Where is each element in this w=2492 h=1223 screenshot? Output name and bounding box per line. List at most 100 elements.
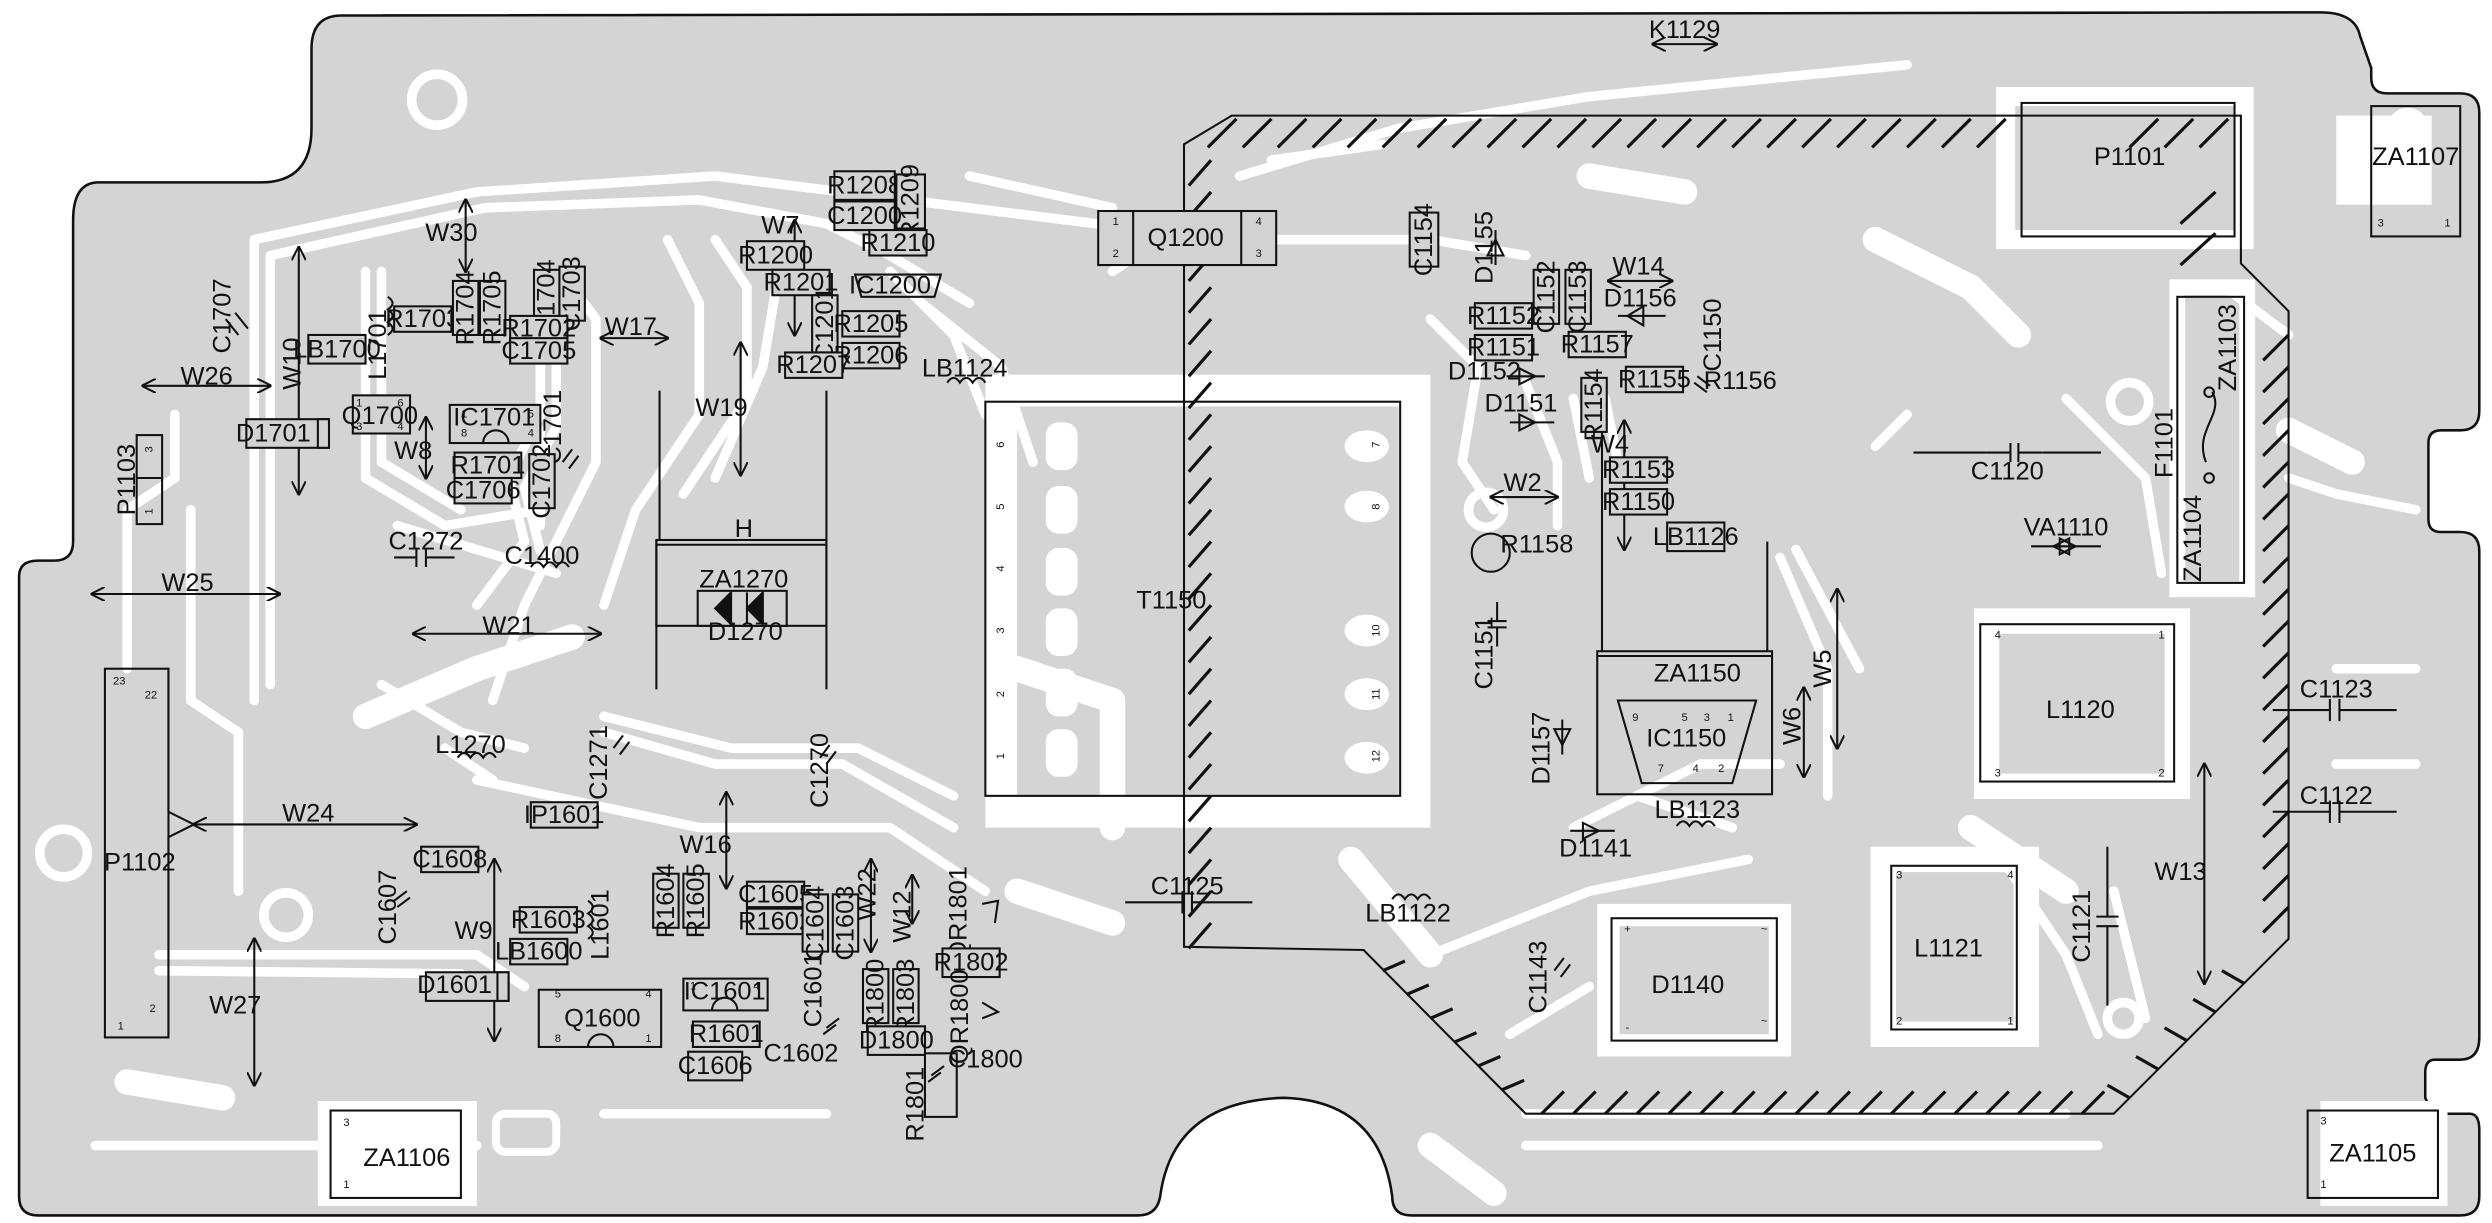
component-w22: W22 xyxy=(854,868,882,920)
component-r1158: R1158 xyxy=(1500,531,1573,559)
q1700-label: Q1700 xyxy=(342,402,418,430)
c1702-label: C1702 xyxy=(528,444,556,519)
za1103-label: ZA1103 xyxy=(2214,304,2242,391)
r1800-body xyxy=(861,968,890,1025)
p1103-label: P1103 xyxy=(113,444,141,516)
c1800-label: C1800 xyxy=(948,1046,1023,1074)
r1803-label: R1803 xyxy=(892,959,920,1034)
component-c1606: C1606 xyxy=(678,1050,753,1082)
lb1126-label: LB1126 xyxy=(1653,523,1739,551)
component-r1153: R1153 xyxy=(1602,456,1675,484)
qr1800-label: QR1800 xyxy=(946,969,974,1064)
c1153-label: C1153 xyxy=(1564,260,1592,333)
component-r1703: R1703 xyxy=(385,305,460,333)
za1107-pin-label: 1 xyxy=(2444,218,2450,230)
c1601-label: C1601 xyxy=(800,952,828,1027)
r1603-body xyxy=(518,906,578,934)
q1200-pin-label: 1 xyxy=(1113,216,1119,228)
za1106-pin-label: 1 xyxy=(343,1179,349,1191)
r1701-label: R1701 xyxy=(450,451,525,479)
component-r1201: R1201 xyxy=(764,269,839,297)
r1153-body xyxy=(1608,456,1669,484)
t1150-pin-label: 4 xyxy=(995,565,1007,571)
c1604-label: C1604 xyxy=(801,886,829,961)
r1150-body xyxy=(1608,488,1669,516)
r1150-label: R1150 xyxy=(1602,488,1675,516)
q1200-pin-label: 4 xyxy=(1256,216,1262,228)
c1122-label: C1122 xyxy=(2300,782,2373,810)
r1157-label: R1157 xyxy=(1561,330,1634,358)
component-va1110: VA1110 xyxy=(2024,513,2109,541)
r1207-body xyxy=(784,351,844,379)
t1150-pin-label: 10 xyxy=(1370,624,1382,636)
component-d1157: D1157 xyxy=(1528,712,1556,785)
r1210-label: R1210 xyxy=(861,229,936,257)
l1120-pin-label: 2 xyxy=(2158,768,2164,780)
d1800-body xyxy=(866,1025,926,1056)
r1157-body xyxy=(1567,330,1627,359)
c1706-label: C1706 xyxy=(446,477,521,505)
lb1600-label: LB1600 xyxy=(495,938,583,966)
p1102-label: P1102 xyxy=(104,849,176,877)
ic1701-pin-label: 1 xyxy=(461,408,467,420)
w25-label: W25 xyxy=(161,569,213,597)
component-w9: W9 xyxy=(455,917,493,945)
component-lb1124: LB1124 xyxy=(922,354,1008,382)
w27-label: W27 xyxy=(209,992,261,1020)
r1209-label: R1209 xyxy=(897,164,925,239)
component-p1101: P1101 xyxy=(2094,143,2166,171)
component-w21: W21 xyxy=(482,612,534,640)
r1801-label: R1801 xyxy=(901,1067,929,1142)
component-c1272: C1272 xyxy=(388,528,463,556)
q1700-pin-label: 3 xyxy=(356,421,362,433)
c1703-body xyxy=(558,265,586,322)
d1141-label: D1141 xyxy=(1559,834,1632,862)
component-w13: W13 xyxy=(2154,858,2206,886)
l1270-label: L1270 xyxy=(435,731,506,759)
component-w19: W19 xyxy=(695,394,747,422)
component-c1120: C1120 xyxy=(1971,458,2044,486)
t1150-pin-label: 7 xyxy=(1370,442,1382,448)
l1120-pin-label: 3 xyxy=(1995,768,2001,780)
c1150-label: C1150 xyxy=(1699,298,1727,371)
r1151-label: R1151 xyxy=(1467,334,1540,362)
lb1124-label: LB1124 xyxy=(922,354,1008,382)
za1105-label: ZA1105 xyxy=(2329,1139,2416,1167)
ic1150-pin-label: 9 xyxy=(1632,712,1638,724)
qr1801-label: QR1801 xyxy=(944,866,972,961)
board-outline xyxy=(17,11,2481,1217)
q1200-pin-label: 2 xyxy=(1113,248,1119,260)
r1152-label: R1152 xyxy=(1467,302,1540,330)
c1201-label: C1201 xyxy=(811,286,839,361)
component-za1103: ZA1103 xyxy=(2214,304,2242,391)
c1606-body xyxy=(687,1050,744,1082)
c1705-body xyxy=(509,337,569,365)
component-d1155: D1155 xyxy=(1470,211,1498,284)
d1140-pin-label: ~ xyxy=(1761,1016,1767,1028)
c1608-label: C1608 xyxy=(412,845,487,873)
w7-label: W7 xyxy=(761,211,799,239)
w6-label: W6 xyxy=(1779,707,1807,745)
component-za1270: ZA1270 xyxy=(699,566,788,594)
c1702-body xyxy=(528,453,556,510)
component-c1154: C1154 xyxy=(1408,203,1440,276)
component-w4: W4 xyxy=(1591,431,1629,459)
w22-label: W22 xyxy=(854,868,882,920)
c1603-label: C1603 xyxy=(831,886,859,961)
l1120-pin-label: 4 xyxy=(1995,629,2001,641)
component-c1604: C1604 xyxy=(801,886,829,961)
component-lb1700: LB1700 xyxy=(293,333,381,365)
p1101-label: P1101 xyxy=(2094,143,2166,171)
component-r1156: R1156 xyxy=(1704,367,1777,395)
r1200-body xyxy=(745,240,806,271)
w13-label: W13 xyxy=(2154,858,2206,886)
w26-label: W26 xyxy=(180,362,232,390)
c1272-label: C1272 xyxy=(388,528,463,556)
